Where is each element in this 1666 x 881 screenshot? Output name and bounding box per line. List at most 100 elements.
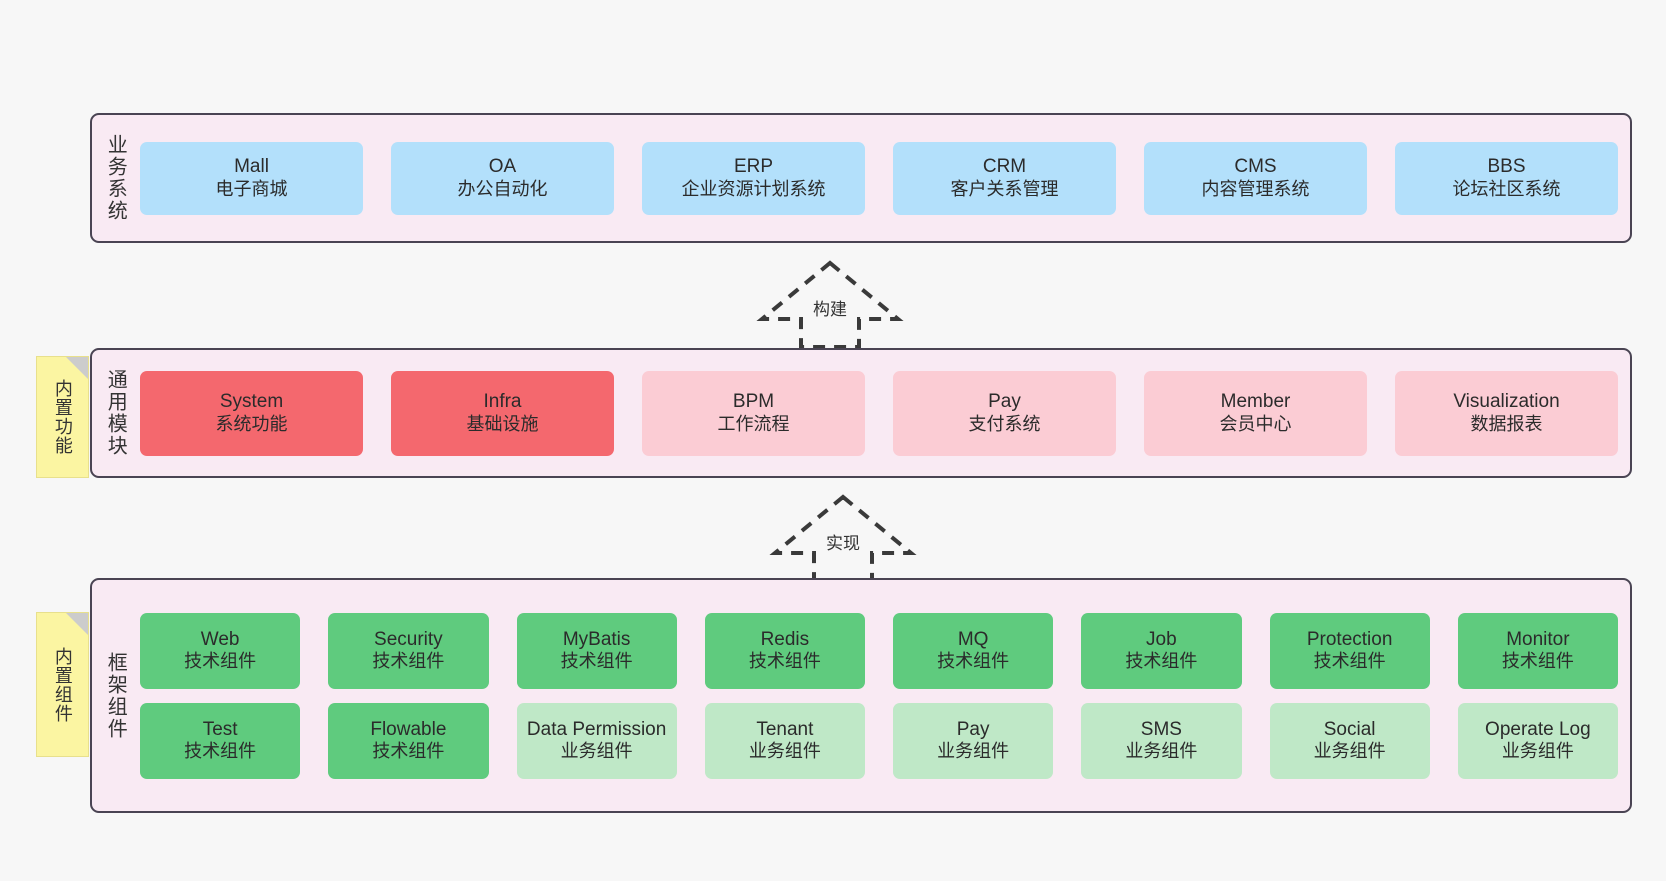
card-row: Test 技术组件 Flowable 技术组件 Data Permission … xyxy=(140,702,1618,779)
card-erp[interactable]: ERP 企业资源计划系统 xyxy=(642,141,865,215)
card-mq[interactable]: MQ 技术组件 xyxy=(893,612,1054,689)
card-system[interactable]: System 系统功能 xyxy=(140,370,363,456)
card-flowable[interactable]: Flowable 技术组件 xyxy=(328,702,489,779)
card-protection[interactable]: Protection 技术组件 xyxy=(1269,612,1430,689)
connector-implement: 实现 xyxy=(768,489,918,585)
card-title: BBS xyxy=(1487,156,1526,178)
card-subtitle: 电子商城 xyxy=(215,178,288,199)
card-subtitle: 客户关系管理 xyxy=(950,178,1059,199)
tier-common-module: 通用模块 System 系统功能 Infra 基础设施 BPM 工作流程 Pay… xyxy=(90,348,1632,478)
sticky-note-builtin-function: 内置功能 xyxy=(36,356,89,478)
card-subtitle: 技术组件 xyxy=(748,651,821,672)
card-title: Infra xyxy=(483,391,522,413)
card-cms[interactable]: CMS 内容管理系统 xyxy=(1144,141,1367,215)
card-web[interactable]: Web 技术组件 xyxy=(140,612,301,689)
card-title: Security xyxy=(374,628,443,650)
card-subtitle: 技术组件 xyxy=(1125,651,1198,672)
card-title: Web xyxy=(200,628,240,650)
dashed-hollow-arrow-up-icon xyxy=(756,260,904,349)
sticky-note-label: 内置组件 xyxy=(52,646,73,723)
sticky-note-builtin-component: 内置组件 xyxy=(36,612,89,757)
card-subtitle: 技术组件 xyxy=(372,741,445,762)
card-subtitle: 技术组件 xyxy=(372,651,445,672)
card-row: Mall 电子商城 OA 办公自动化 ERP 企业资源计划系统 CRM 客户关系… xyxy=(140,141,1618,215)
card-title: Test xyxy=(202,718,238,740)
card-title: Mall xyxy=(234,156,269,178)
card-mybatis[interactable]: MyBatis 技术组件 xyxy=(516,612,677,689)
card-subtitle: 系统功能 xyxy=(215,413,288,434)
card-subtitle: 技术组件 xyxy=(184,741,257,762)
card-redis[interactable]: Redis 技术组件 xyxy=(704,612,865,689)
card-data-permission[interactable]: Data Permission 业务组件 xyxy=(516,702,677,779)
tier-label-framework-component: 框架组件 xyxy=(104,651,127,740)
card-title: Social xyxy=(1323,718,1376,740)
connector-build-label: 构建 xyxy=(813,300,847,319)
card-tenant[interactable]: Tenant 业务组件 xyxy=(704,702,865,779)
card-pay-business[interactable]: Pay 业务组件 xyxy=(893,702,1054,779)
card-title: Pay xyxy=(988,391,1021,413)
card-title: Job xyxy=(1146,628,1177,650)
card-subtitle: 会员中心 xyxy=(1219,413,1292,434)
card-subtitle: 技术组件 xyxy=(1501,651,1574,672)
card-title: Tenant xyxy=(756,718,814,740)
card-subtitle: 业务组件 xyxy=(748,741,821,762)
card-crm[interactable]: CRM 客户关系管理 xyxy=(893,141,1116,215)
card-title: Flowable xyxy=(370,718,447,740)
card-monitor[interactable]: Monitor 技术组件 xyxy=(1457,612,1618,689)
card-job[interactable]: Job 技术组件 xyxy=(1081,612,1242,689)
card-subtitle: 基础设施 xyxy=(466,413,539,434)
card-social[interactable]: Social 业务组件 xyxy=(1269,702,1430,779)
card-title: Monitor xyxy=(1506,628,1570,650)
card-title: ERP xyxy=(733,156,774,178)
card-title: System xyxy=(219,391,284,413)
tier-body-business-system: Mall 电子商城 OA 办公自动化 ERP 企业资源计划系统 CRM 客户关系… xyxy=(138,115,1630,241)
tier-label-business-system: 业务系统 xyxy=(104,134,127,222)
card-infra[interactable]: Infra 基础设施 xyxy=(391,370,614,456)
card-subtitle: 内容管理系统 xyxy=(1201,178,1310,199)
card-title: CRM xyxy=(982,156,1027,178)
card-row: Web 技术组件 Security 技术组件 MyBatis 技术组件 Redi… xyxy=(140,612,1618,689)
card-pay[interactable]: Pay 支付系统 xyxy=(893,370,1116,456)
tier-business-system: 业务系统 Mall 电子商城 OA 办公自动化 ERP 企业资源计划系统 CRM… xyxy=(90,113,1632,243)
card-title: Operate Log xyxy=(1485,718,1591,740)
card-subtitle: 业务组件 xyxy=(937,741,1010,762)
card-subtitle: 支付系统 xyxy=(968,413,1041,434)
card-operate-log[interactable]: Operate Log 业务组件 xyxy=(1457,702,1618,779)
card-subtitle: 业务组件 xyxy=(1501,741,1574,762)
tier-framework-component: 框架组件 Web 技术组件 Security 技术组件 MyBatis 技术组件… xyxy=(90,578,1632,813)
card-subtitle: 业务组件 xyxy=(1313,741,1386,762)
card-subtitle: 办公自动化 xyxy=(457,178,548,199)
card-oa[interactable]: OA 办公自动化 xyxy=(391,141,614,215)
card-subtitle: 论坛社区系统 xyxy=(1452,178,1561,199)
card-subtitle: 工作流程 xyxy=(717,413,790,434)
card-title: Protection xyxy=(1306,628,1393,650)
connector-build: 构建 xyxy=(755,255,905,351)
card-title: MQ xyxy=(957,628,989,650)
card-bbs[interactable]: BBS 论坛社区系统 xyxy=(1395,141,1618,215)
card-subtitle: 技术组件 xyxy=(560,651,633,672)
card-title: Redis xyxy=(760,628,810,650)
tier-label-common-module: 通用模块 xyxy=(104,369,127,457)
card-visualization[interactable]: Visualization 数据报表 xyxy=(1395,370,1618,456)
card-subtitle: 技术组件 xyxy=(184,651,257,672)
card-title: Visualization xyxy=(1453,391,1560,413)
card-subtitle: 数据报表 xyxy=(1470,413,1543,434)
card-test[interactable]: Test 技术组件 xyxy=(140,702,301,779)
card-bpm[interactable]: BPM 工作流程 xyxy=(642,370,865,456)
card-title: Pay xyxy=(956,718,990,740)
card-row: System 系统功能 Infra 基础设施 BPM 工作流程 Pay 支付系统… xyxy=(140,370,1618,456)
card-subtitle: 技术组件 xyxy=(1313,651,1386,672)
card-security[interactable]: Security 技术组件 xyxy=(328,612,489,689)
card-title: Data Permission xyxy=(526,718,667,740)
card-subtitle: 业务组件 xyxy=(1125,741,1198,762)
card-subtitle: 技术组件 xyxy=(937,651,1010,672)
card-member[interactable]: Member 会员中心 xyxy=(1144,370,1367,456)
card-title: MyBatis xyxy=(562,628,631,650)
card-mall[interactable]: Mall 电子商城 xyxy=(140,141,363,215)
card-subtitle: 企业资源计划系统 xyxy=(681,178,826,199)
connector-implement-label: 实现 xyxy=(826,534,860,553)
card-sms[interactable]: SMS 业务组件 xyxy=(1081,702,1242,779)
card-title: SMS xyxy=(1140,718,1182,740)
card-subtitle: 业务组件 xyxy=(560,741,633,762)
